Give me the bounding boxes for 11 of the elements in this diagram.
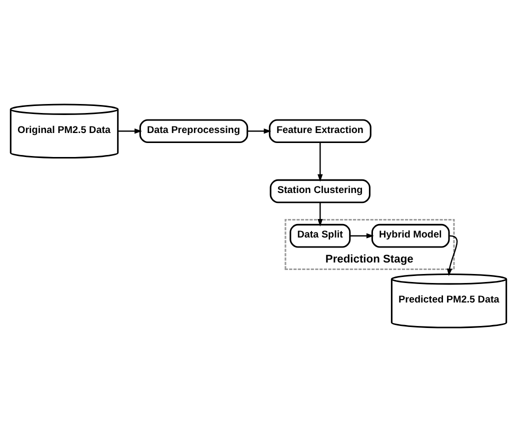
arrow [248,128,272,134]
node-box: Feature Extraction [268,119,372,144]
node-box: Data Split [290,224,351,248]
arrow [318,202,323,226]
node-box: Data Preprocessing [139,119,248,144]
node-box: Hybrid Model [371,224,450,248]
node-box: Station Clustering [270,179,370,204]
arrow [118,128,142,134]
arrow [318,142,323,182]
arrow [350,233,374,238]
arrow [446,235,458,276]
